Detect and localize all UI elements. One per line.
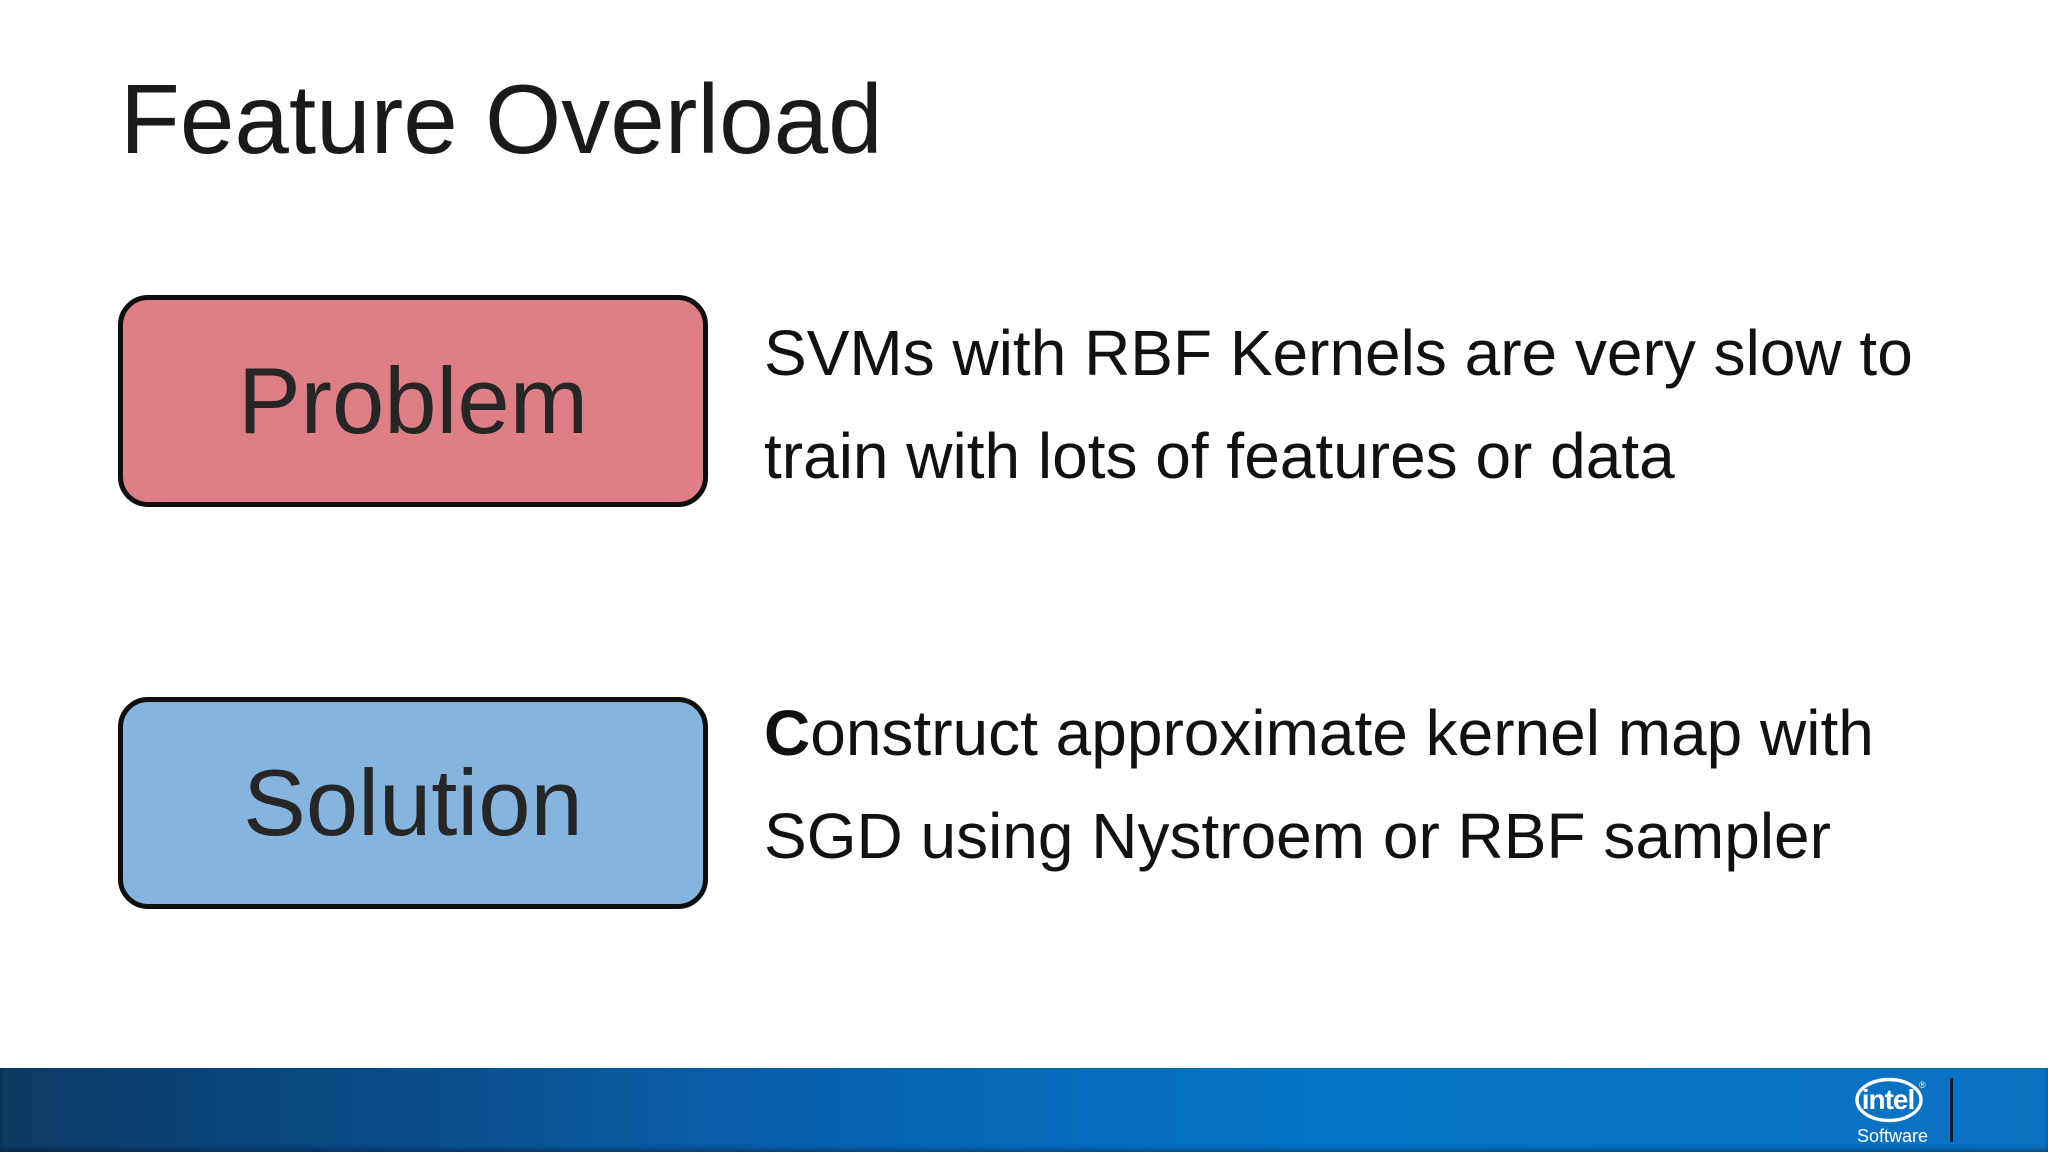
solution-description: Construct approximate kernel map with SG… <box>764 682 1874 888</box>
problem-description: SVMs with RBF Kernels are very slow to t… <box>764 302 1913 508</box>
footer-divider <box>1950 1078 1953 1142</box>
intel-logo-wordmark: intel <box>1862 1084 1915 1115</box>
problem-shape-label: Problem <box>237 348 589 453</box>
solution-shape-label: Solution <box>243 750 583 855</box>
page-title: Feature Overload <box>120 64 883 174</box>
solution-description-line-1: Construct approximate kernel map with <box>764 682 1874 785</box>
footer-bar: intel ® Software <box>0 1068 2048 1152</box>
problem-shape: Problem <box>118 295 708 507</box>
solution-line-1-rest: onstruct approximate kernel map with <box>810 697 1874 769</box>
solution-description-line-2: SGD using Nystroem or RBF sampler <box>764 800 1831 872</box>
problem-description-line-1: SVMs with RBF Kernels are very slow to <box>764 317 1913 389</box>
problem-description-line-2: train with lots of features or data <box>764 420 1675 492</box>
intel-logo-swoosh <box>1855 1077 1923 1123</box>
intel-logo-icon: intel ® Software <box>1852 1076 1962 1146</box>
registered-trademark-icon: ® <box>1919 1080 1926 1090</box>
intel-software-label: Software <box>1857 1126 1928 1146</box>
solution-lead-letter: C <box>764 697 811 769</box>
solution-shape: Solution <box>118 697 708 909</box>
